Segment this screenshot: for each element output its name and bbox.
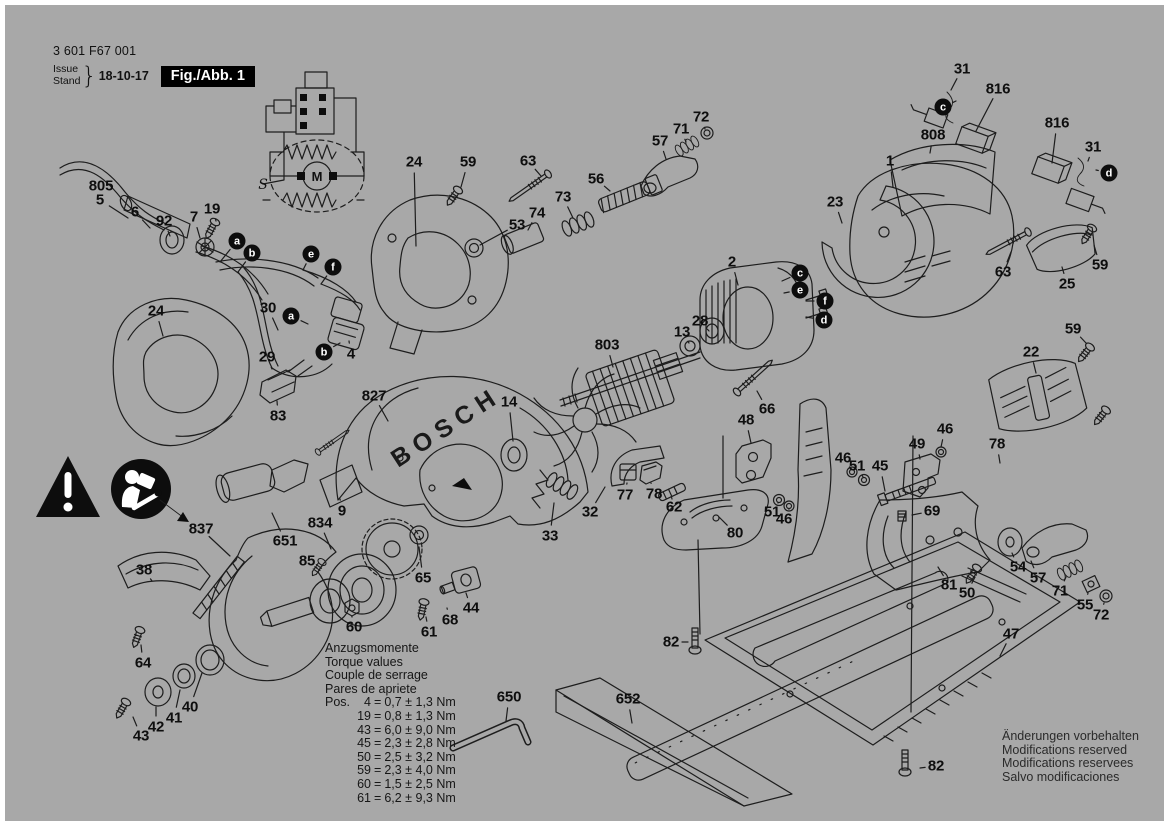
modification-note-line: Modifications reserved <box>1002 742 1128 757</box>
motor-symbol-label: M <box>312 169 323 184</box>
rip-fence-art <box>555 595 994 807</box>
modification-note-line: Änderungen vorbehalten <box>1002 729 1139 743</box>
torque-title-line: Anzugsmomente <box>325 641 419 655</box>
bosch-logo-text: BOSCH <box>386 381 506 473</box>
leader-lines-layer <box>108 78 1105 769</box>
torque-entry-row: 61=6,2 ± 9,3 Nm <box>357 790 456 805</box>
support-arm-art <box>735 398 832 563</box>
issue-label: Issue <box>53 63 79 76</box>
torque-entry-row: 60=1,5 ± 2,5 Nm <box>357 776 456 791</box>
lower-guard-art <box>111 528 337 722</box>
torque-entry-row: 43=6,0 ± 9,0 Nm <box>357 722 456 737</box>
document-number: 3 601 F67 001 <box>53 44 137 58</box>
power-cord-art <box>59 161 269 301</box>
torque-entry-row: 4=0,7 ± 1,3 Nm <box>364 695 456 710</box>
wiring-schematic-art: M S <box>258 71 365 213</box>
warning-triangle-icon <box>36 456 100 517</box>
angle-bracket-art <box>772 446 947 522</box>
read-service-manual-icon <box>111 459 189 522</box>
assembly-lines-art <box>697 435 914 713</box>
blade-guard-art: BOSCH <box>319 375 589 528</box>
hex-key-art <box>449 718 532 752</box>
title-block: 3 601 F67 001 Issue Stand } 18-10-17 Fig… <box>53 44 255 90</box>
stand-label: Stand <box>53 75 81 87</box>
bearing-clamp-art <box>500 438 665 502</box>
switch-symbol-label: S <box>258 177 268 193</box>
torque-entry-row: 19=0,8 ± 1,3 Nm <box>357 708 456 723</box>
figure-label: Fig./Abb. 1 <box>160 65 255 87</box>
torque-entry-row: 59=2,3 ± 4,0 Nm <box>357 763 456 778</box>
lever-parts-art <box>464 126 714 258</box>
spindle-art <box>259 518 482 627</box>
torque-entries: 4=0,7 ± 1,3 Nm 19=0,8 ± 1,3 Nm 43=6,0 ± … <box>354 696 456 805</box>
gear-cover-art <box>370 168 554 355</box>
brace-glyph: } <box>81 62 97 90</box>
handle-left-art <box>112 297 250 447</box>
riving-knife-art <box>619 461 798 568</box>
torque-title-line: Torque values <box>325 654 403 669</box>
highlight-region <box>651 464 798 568</box>
clamp-lever-art <box>1021 523 1113 603</box>
motor-cover-art <box>988 340 1113 432</box>
wire-harness-art <box>215 258 365 404</box>
torque-entry-row: 50=2,5 ± 3,2 Nm <box>357 749 456 764</box>
torque-title-line: Pares de apriete <box>325 681 417 696</box>
torque-title-line: Couple de serrage <box>325 668 428 683</box>
torque-pos-prefix: Pos. <box>325 695 351 710</box>
torque-entry-row: 45=2,3 ± 2,8 Nm <box>357 736 456 751</box>
issue-date: 18-10-17 <box>98 69 149 83</box>
motor-housing-art <box>821 91 1106 318</box>
stator-art <box>699 261 829 398</box>
modification-note-line: Modifications reservees <box>1002 756 1134 771</box>
armature-art <box>533 317 725 473</box>
depth-knob-art <box>215 426 352 503</box>
modification-note-line: Salvo modificaciones <box>1002 769 1120 784</box>
issue-stand-labels: Issue Stand <box>53 64 80 87</box>
